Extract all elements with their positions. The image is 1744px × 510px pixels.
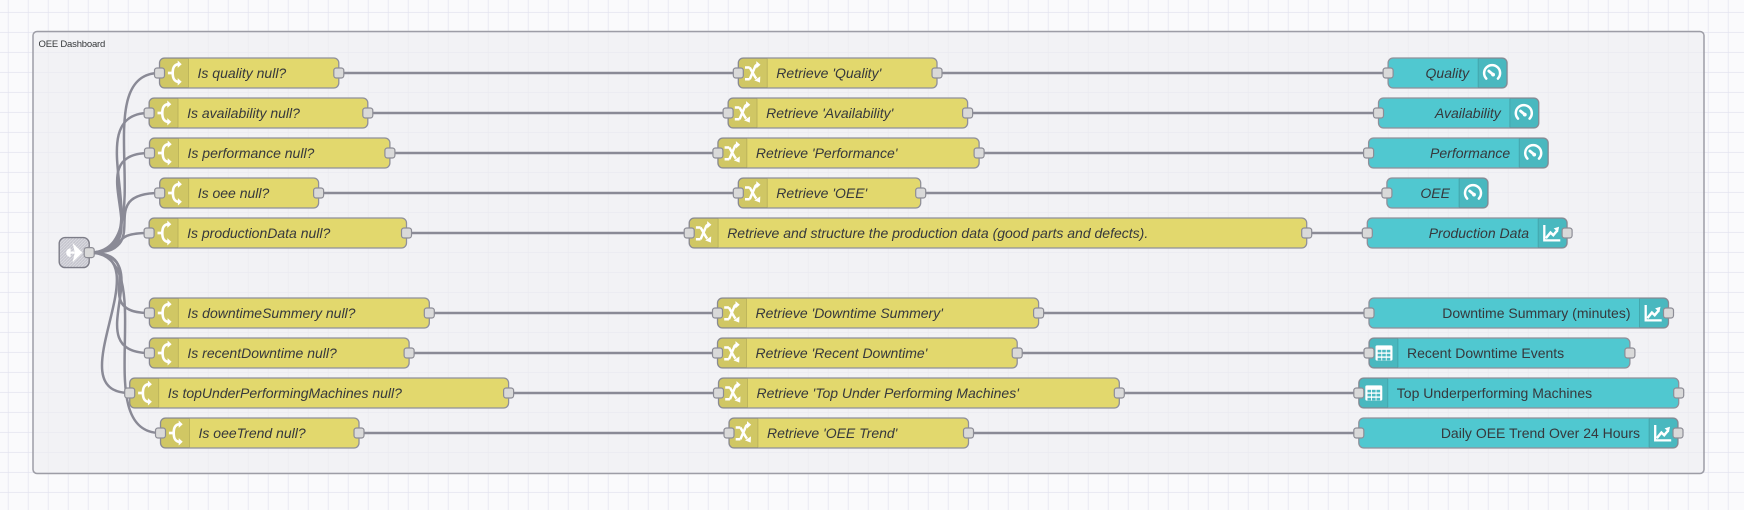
- svg-text:Downtime Summary (minutes): Downtime Summary (minutes): [1442, 305, 1630, 321]
- svg-text:OEE Dashboard: OEE Dashboard: [39, 39, 106, 50]
- svg-text:Is oee null?: Is oee null?: [198, 185, 270, 201]
- svg-text:Is quality null?: Is quality null?: [198, 65, 287, 81]
- svg-text:Is performance null?: Is performance null?: [188, 145, 315, 161]
- svg-text:Is topUnderPerformingMachines: Is topUnderPerformingMachines null?: [168, 385, 402, 401]
- svg-text:Retrieve 'OEE Trend': Retrieve 'OEE Trend': [767, 425, 899, 441]
- svg-text:OEE: OEE: [1420, 185, 1450, 201]
- svg-text:Retrieve 'Downtime Summery': Retrieve 'Downtime Summery': [756, 305, 945, 321]
- svg-text:Is productionData null?: Is productionData null?: [187, 225, 330, 241]
- svg-text:Is availability null?: Is availability null?: [187, 105, 300, 121]
- svg-text:Recent Downtime Events: Recent Downtime Events: [1407, 345, 1564, 361]
- svg-text:Retrieve 'Availability': Retrieve 'Availability': [766, 105, 895, 121]
- svg-text:Retrieve 'Top Under Performing: Retrieve 'Top Under Performing Machines': [757, 385, 1021, 401]
- svg-text:Performance: Performance: [1430, 145, 1510, 161]
- svg-text:Retrieve 'Recent Downtime': Retrieve 'Recent Downtime': [756, 345, 929, 361]
- svg-text:Retrieve 'OEE': Retrieve 'OEE': [776, 185, 868, 201]
- svg-text:Top Underperforming Machines: Top Underperforming Machines: [1397, 385, 1592, 401]
- svg-text:Production Data: Production Data: [1429, 225, 1530, 241]
- svg-text:Is oeeTrend null?: Is oeeTrend null?: [199, 425, 306, 441]
- svg-text:Availability: Availability: [1434, 105, 1502, 121]
- svg-text:Is downtimeSummery null?: Is downtimeSummery null?: [187, 305, 355, 321]
- svg-text:Retrieve 'Quality': Retrieve 'Quality': [776, 65, 882, 81]
- svg-text:Daily OEE Trend Over 24 Hours: Daily OEE Trend Over 24 Hours: [1441, 425, 1640, 441]
- svg-text:Retrieve and structure the pro: Retrieve and structure the production da…: [727, 225, 1148, 241]
- svg-text:Is recentDowntime null?: Is recentDowntime null?: [187, 345, 337, 361]
- svg-text:Quality: Quality: [1426, 65, 1471, 81]
- svg-text:Retrieve 'Performance': Retrieve 'Performance': [756, 145, 899, 161]
